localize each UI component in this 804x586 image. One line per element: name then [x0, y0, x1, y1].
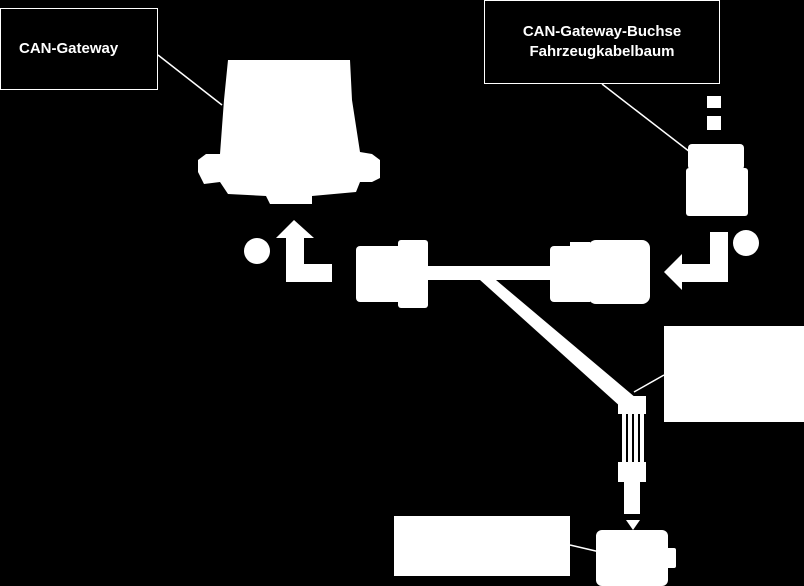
- splitter-leader-line: [633, 374, 665, 393]
- main-cable: [426, 266, 554, 280]
- socket-label-line2: Fahrzeugkabelbaum: [529, 43, 675, 60]
- gateway-label: CAN-Gateway: [0, 8, 158, 90]
- cable-splitter: [618, 396, 646, 514]
- arrow-left-icon: [664, 232, 728, 290]
- socket-dashed-line: [707, 96, 721, 130]
- socket-leader-line: [601, 83, 691, 153]
- socket-label-line1: CAN-Gateway-Buchse: [522, 23, 682, 40]
- harness-socket: [686, 144, 748, 216]
- gateway-label-text: CAN-Gateway: [19, 40, 119, 57]
- arrow-up-icon: [276, 220, 332, 282]
- arrow-down-icon: [626, 520, 640, 530]
- can-gateway-device: [198, 60, 380, 204]
- right-circle-marker: [733, 230, 759, 256]
- terminator-label-box: [394, 516, 570, 576]
- socket-label: CAN-Gateway-Buchse Fahrzeugkabelbaum: [484, 0, 720, 84]
- gateway-leader-line: [157, 54, 223, 106]
- left-circle-marker: [244, 238, 270, 264]
- terminator-plug: [596, 530, 676, 586]
- terminator-leader-line: [569, 544, 601, 553]
- right-connector: [550, 240, 650, 304]
- branch-cable: [480, 280, 636, 408]
- splitter-label-box: [664, 326, 804, 422]
- left-connector: [356, 240, 428, 308]
